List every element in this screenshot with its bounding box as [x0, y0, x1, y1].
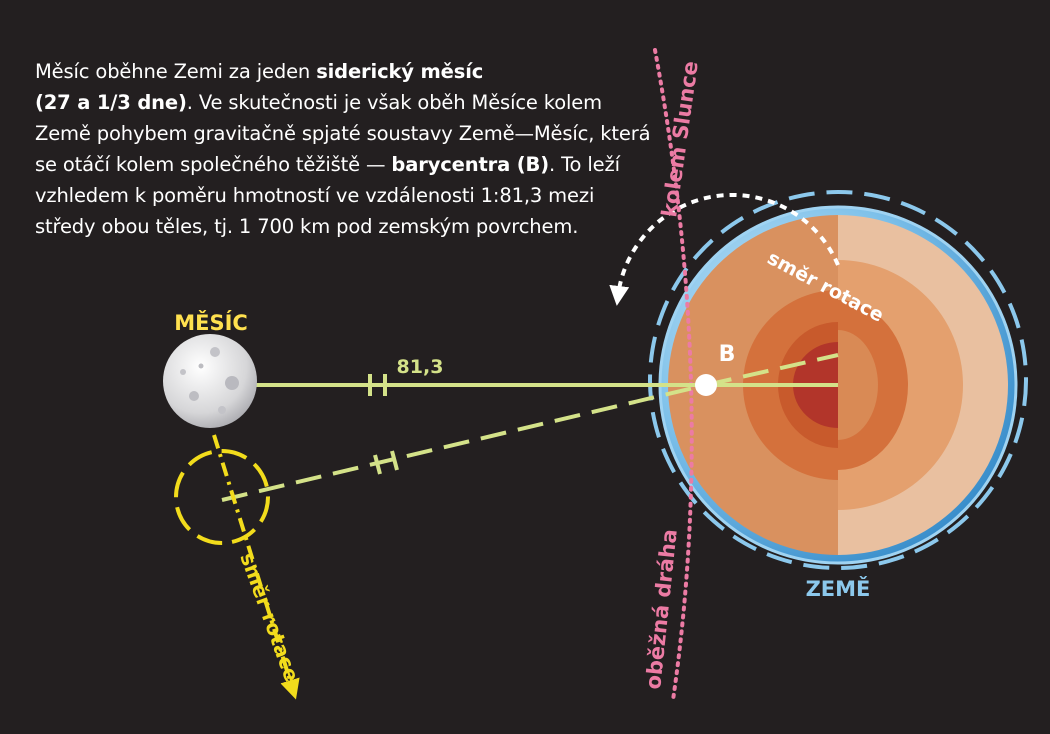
dashed-earth-line [705, 353, 839, 387]
earth-label: ZEMĚ [806, 576, 871, 601]
orbit-label-lower: oběžná dráha [641, 528, 682, 691]
earth-outer-core-face [838, 330, 878, 440]
intro-paragraph: Měsíc oběhne Zemi za jeden siderický měs… [35, 56, 655, 242]
intro-text-2: . Ve skutečnosti je však oběh Měsíce kol… [35, 90, 651, 176]
intro-text-1: Měsíc oběhne Zemi za jeden [35, 59, 317, 83]
dashed-tick-right [390, 450, 399, 471]
intro-text-3: . To leží vzhledem k poměru hmotností ve… [35, 152, 620, 238]
moon-crater [218, 406, 226, 414]
earth-rotation-arrow [609, 192, 840, 306]
moon-label: MĚSÍC [174, 310, 248, 335]
orbit-path-line [653, 48, 694, 702]
moon-crater [189, 391, 199, 401]
moon-rotation-label: směr rotace [235, 550, 304, 685]
intro-bold-sidereal-month: siderický měsíc [316, 59, 484, 83]
moon-crater [198, 363, 204, 369]
moon-crater [225, 376, 239, 390]
barycenter-point [695, 374, 717, 396]
dashed-moon-line [221, 383, 707, 502]
moon [163, 334, 257, 428]
moon-crater [210, 347, 220, 357]
barycenter-label: B [719, 342, 736, 367]
moon-disk [163, 334, 257, 428]
intro-bold-duration: (27 a 1/3 dne) [35, 90, 187, 114]
ratio-label: 81,3 [397, 356, 444, 378]
moon-crater [180, 369, 186, 375]
earth-dashed-circle [648, 190, 1028, 570]
dashed-tick-left [373, 454, 382, 475]
earth [658, 205, 1018, 565]
intro-bold-barycenter: barycentra (B) [391, 152, 549, 176]
orbit-label-upper: kolem Slunce [657, 59, 703, 218]
moon-dashed-circle [174, 449, 270, 545]
